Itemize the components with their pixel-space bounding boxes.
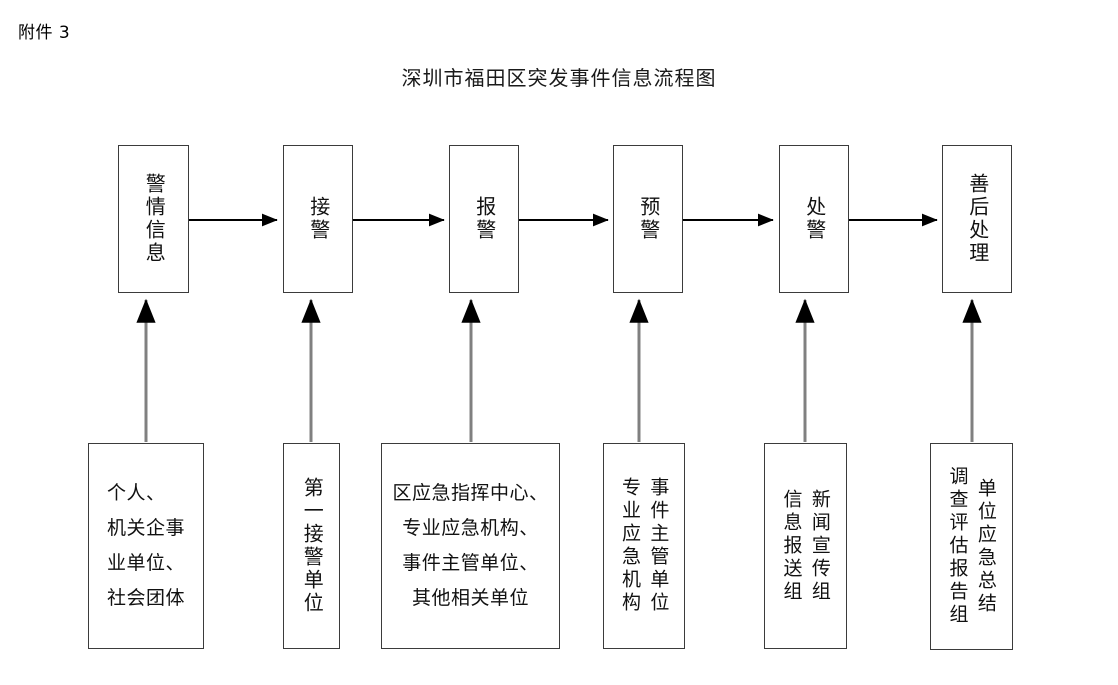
actor-label-3: 区应急指挥中心、 专业应急机构、 事件主管单位、 其他相关单位 [386, 476, 554, 617]
actor-box-3[interactable]: 区应急指挥中心、 专业应急机构、 事件主管单位、 其他相关单位 [381, 443, 560, 649]
actor-box-1[interactable]: 个人、 机关企事 业单位、 社会团体 [88, 443, 204, 649]
stage-box-6[interactable]: 善后处理 [942, 145, 1012, 293]
actor-3-line-3: 事件主管单位、 [402, 552, 539, 574]
actor-5-column-left: 新闻宣传组 [808, 488, 831, 604]
actor-3-line-1: 区应急指挥中心、 [392, 481, 549, 504]
actor-label-1: 个人、 机关企事 业单位、 社会团体 [101, 476, 191, 617]
stage-label-2: 接警 [306, 196, 331, 242]
stage-box-1[interactable]: 警情信息 [118, 145, 189, 293]
actor-1-line-2: 机关企事 [106, 516, 185, 539]
actor-1-line-1: 个人、 [106, 481, 166, 504]
stage-box-3[interactable]: 报警 [449, 145, 519, 293]
actor-5-column-right: 信息报送组 [780, 488, 803, 604]
actor-4-column-left: 事件主管单位 [647, 477, 670, 615]
actor-label-4: 专业应急机构 事件主管单位 [619, 444, 670, 648]
actor-box-6[interactable]: 调查评估报告组 单位应急总结 [930, 443, 1013, 650]
stage-label-5: 处警 [802, 196, 827, 242]
stage-label-4: 预警 [636, 196, 661, 242]
actor-label-5: 信息报送组 新闻宣传组 [780, 444, 831, 648]
vertical-connectors [136, 298, 982, 442]
attachment-label: 附件 3 [18, 23, 71, 43]
actor-box-2[interactable]: 第一接警单位 [283, 443, 340, 649]
stage-label-1: 警情信息 [142, 173, 167, 265]
actor-label-6: 调查评估报告组 单位应急总结 [946, 444, 997, 649]
actor-1-line-3: 业单位、 [106, 552, 185, 574]
actor-3-line-2: 专业应急机构、 [402, 516, 539, 539]
page-title: 深圳市福田区突发事件信息流程图 [401, 66, 717, 90]
actor-6-column-right: 调查评估报告组 [946, 466, 969, 627]
stage-box-2[interactable]: 接警 [283, 145, 353, 293]
stage-box-5[interactable]: 处警 [779, 145, 849, 293]
actor-4-column-right: 专业应急机构 [619, 477, 641, 615]
actor-box-4[interactable]: 专业应急机构 事件主管单位 [603, 443, 685, 649]
stage-box-4[interactable]: 预警 [613, 145, 683, 293]
actor-box-5[interactable]: 信息报送组 新闻宣传组 [764, 443, 847, 649]
actor-label-2: 第一接警单位 [300, 477, 325, 615]
actor-1-line-4: 社会团体 [106, 587, 185, 610]
stage-label-3: 报警 [472, 196, 497, 242]
stage-label-6: 善后处理 [965, 173, 990, 265]
actor-6-column-left: 单位应急总结 [974, 477, 997, 616]
actor-3-line-4: 其他相关单位 [411, 587, 529, 610]
